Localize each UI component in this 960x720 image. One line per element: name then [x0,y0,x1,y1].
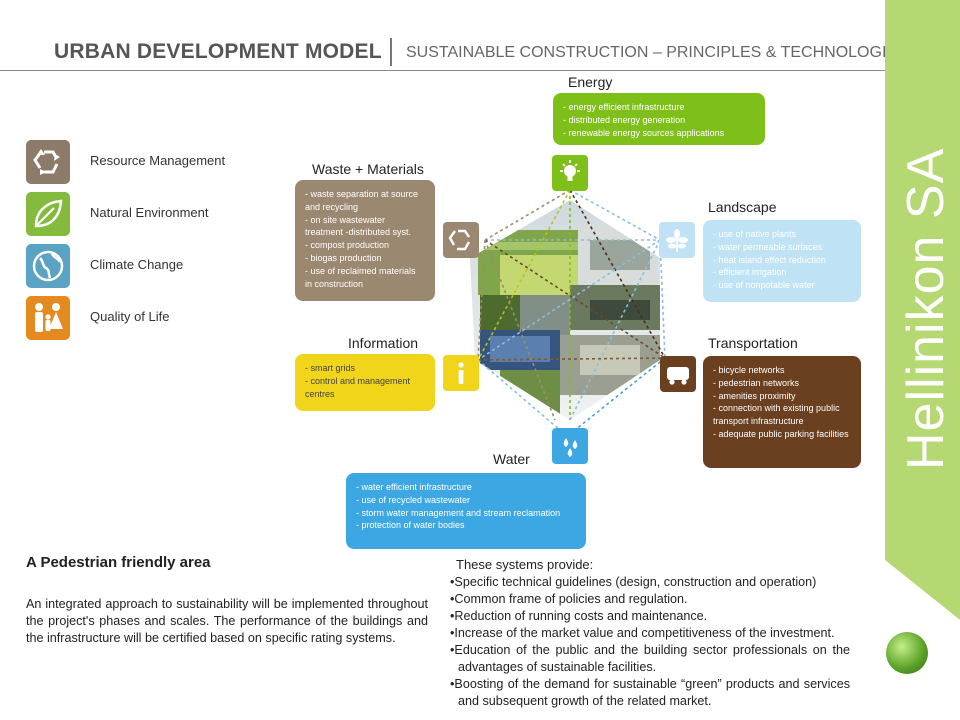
landscape-item: water permeable surfaces [713,241,851,254]
leaf-icon [26,192,70,236]
energy-title: Energy [568,74,613,90]
energy-item: renewable energy sources applications [563,127,755,140]
water-drops-icon [552,428,588,464]
energy-box: energy efficient infrastructure distribu… [553,93,765,145]
waste-title: Waste + Materials [312,161,424,177]
legend-label: Resource Management [90,153,226,168]
legend-item-climate-change: Climate Change [26,244,286,290]
provides-item: Specific technical guidelines (design, c… [450,574,850,591]
legend-label: Quality of Life [90,309,170,324]
diagram-connections [470,189,666,431]
transportation-item: pedestrian networks [713,377,851,390]
page-header: URBAN DEVELOPMENT MODEL SUSTAINABLE CONS… [0,34,908,71]
landscape-item: use of nonpotable water [713,279,851,292]
transportation-item: connection with existing public transpor… [713,402,851,428]
globe-logo-icon [886,632,928,674]
provides-item: Reduction of running costs and maintenan… [450,608,850,625]
title-divider [390,38,392,66]
transportation-item: bicycle networks [713,364,851,377]
pedestrian-heading: A Pedestrian friendly area [26,554,211,571]
landscape-item: efficient irrigation [713,266,851,279]
lightbulb-icon [552,155,588,191]
brand-logo-text: Hellinikon SA [897,148,955,470]
water-item: use of recycled wastewater [356,494,576,507]
legend-item-resource-management: Resource Management [26,140,286,186]
provides-list: Specific technical guidelines (design, c… [450,574,850,710]
water-box: water efficient infrastructure use of re… [346,473,586,549]
transportation-box: bicycle networks pedestrian networks ame… [703,356,861,468]
waste-item: compost production [305,239,425,252]
information-box: smart grids control and management centr… [295,354,435,411]
pedestrian-paragraph: An integrated approach to sustainability… [26,597,428,645]
information-item: control and management centres [305,375,425,401]
landscape-item: heat island effect reduction [713,254,851,267]
globe-icon [26,244,70,288]
bus-icon [660,356,696,392]
transportation-item: amenities proximity [713,390,851,403]
page-title: URBAN DEVELOPMENT MODEL [54,40,382,63]
legend-label: Climate Change [90,257,184,272]
energy-item: energy efficient infrastructure [563,101,755,114]
information-title: Information [348,335,419,351]
waste-item: biogas production [305,252,425,265]
information-item: smart grids [305,362,425,375]
provides-item: Increase of the market value and competi… [450,625,850,642]
legend-label: Natural Environment [90,205,209,220]
water-item: water efficient infrastructure [356,481,576,494]
transportation-item: adequate public parking facilities [713,428,851,441]
svg-text:Hellinikon SA: Hellinikon SA [897,148,955,470]
provides-item: Common frame of policies and regulation. [450,591,850,608]
family-icon [26,296,70,340]
water-item: storm water management and stream reclam… [356,507,576,520]
provides-heading: These systems provide: [456,557,594,572]
recycle-icon [443,222,479,258]
water-title: Water [493,451,530,467]
page-subtitle: SUSTAINABLE CONSTRUCTION – PRINCIPLES & … [406,44,908,61]
landscape-title: Landscape [708,199,777,215]
waste-item: on site wastewater treatment -distribute… [305,214,425,240]
info-icon [443,355,479,391]
energy-item: distributed energy generation [563,114,755,127]
legend-item-natural-environment: Natural Environment [26,192,286,238]
landscape-item: use of native plants [713,228,851,241]
transportation-title: Transportation [708,335,798,351]
plant-icon [659,222,695,258]
legend-item-quality-of-life: Quality of Life [26,296,286,342]
waste-box: waste separation at source and recycling… [295,180,435,301]
recycle-icon [26,140,70,184]
waste-item: waste separation at source and recycling [305,188,425,214]
waste-item: use of reclaimed materials in constructi… [305,265,425,291]
provides-item: Education of the public and the building… [450,642,850,676]
landscape-box: use of native plants water permeable sur… [703,220,861,302]
provides-item: Boosting of the demand for sustainable “… [450,676,850,710]
water-item: protection of water bodies [356,519,576,532]
